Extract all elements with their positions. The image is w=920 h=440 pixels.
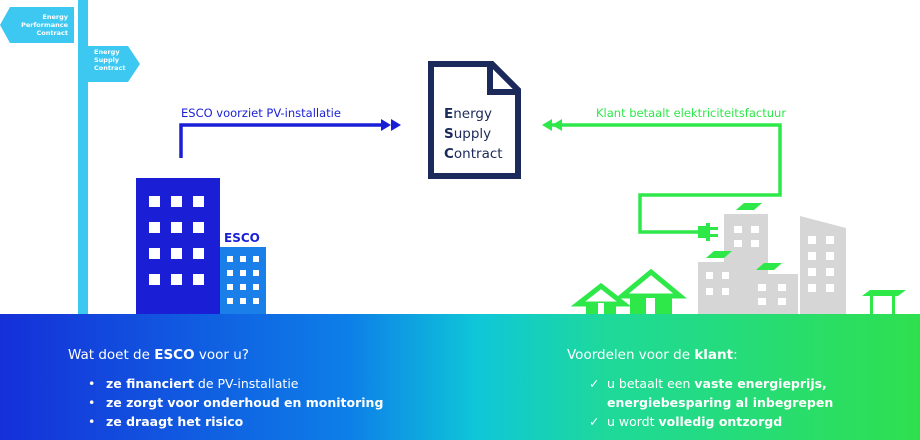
- right-panel-title: Voordelen voor de klant:: [567, 347, 738, 363]
- left-panel-title-suffix: voor u?: [194, 347, 249, 363]
- check-icon: ✓: [589, 414, 600, 429]
- document-line-3: Contract: [444, 146, 503, 162]
- right-panel-title-bold: klant: [694, 347, 734, 363]
- sign-esc-text: Energy Supply Contract: [94, 48, 128, 72]
- right-panel-list: ✓ u betaalt een vaste energieprijs, energ…: [589, 374, 833, 431]
- list-item-bold: ze financiert: [106, 376, 194, 391]
- list-item-bold: vaste energieprijs,: [694, 376, 827, 391]
- client-flow-label: Klant betaalt elektriciteitsfactuur: [596, 106, 787, 120]
- right-panel-title-suffix: :: [733, 347, 738, 363]
- solar-panels: [706, 203, 906, 314]
- esco-building: [136, 178, 266, 314]
- sign-epc-text: Energy Performance Contract: [14, 13, 68, 37]
- sign-esc-line: Supply: [94, 56, 120, 64]
- list-item-bold: ze zorgt voor: [106, 395, 204, 410]
- check-icon: ✓: [589, 376, 600, 391]
- document-line-3-text: ontract: [453, 146, 503, 162]
- list-item: •ze financiert de PV-installatie: [88, 376, 299, 391]
- sign-epc-line: Contract: [36, 29, 68, 37]
- esco-building-label: ESCO: [224, 231, 260, 245]
- client-arrow: [542, 119, 782, 241]
- list-item: ✓ u wordt volledig ontzorgd: [589, 412, 833, 431]
- list-item-text: de PV-installatie: [193, 376, 299, 391]
- list-item: •ze draagt het risico: [88, 414, 244, 429]
- list-item-text: u betaalt een: [607, 376, 695, 391]
- sign-esc-line: Energy: [94, 48, 120, 56]
- left-panel-title: Wat doet de ESCO voor u?: [68, 347, 249, 363]
- esco-arrow: [179, 119, 401, 158]
- list-item-bold-2: onderhoud en monitoring: [203, 395, 384, 410]
- left-panel-title-prefix: Wat doet de: [68, 347, 155, 363]
- sign-esc-line: Contract: [94, 64, 126, 72]
- document-line-2: Supply: [444, 126, 492, 142]
- client-houses: [570, 268, 687, 314]
- sign-epc-line: Performance: [21, 21, 68, 29]
- list-item-text: u wordt: [607, 414, 659, 429]
- list-item-bold-line2: energiebesparing al inbegrepen: [607, 395, 834, 410]
- list-item: •ze zorgt voor onderhoud en monitoring: [88, 395, 384, 410]
- sign-esc: [88, 46, 140, 82]
- document-line-2-text: upply: [453, 126, 492, 142]
- list-item: ✓ u betaalt een vaste energieprijs,: [589, 374, 833, 393]
- client-buildings: [698, 214, 846, 314]
- document-title: Energy Supply Contract: [444, 104, 503, 164]
- sign-epc-line: Energy: [42, 13, 68, 21]
- list-item-continuation: energiebesparing al inbegrepen: [589, 393, 833, 412]
- list-item-bold: ze draagt het risico: [106, 414, 244, 429]
- signpost-pole: [78, 0, 88, 314]
- bottom-band: [0, 314, 920, 440]
- document-line-1-text: nergy: [453, 106, 492, 122]
- document-line-1: Energy: [444, 106, 492, 122]
- list-item-bold: volledig ontzorgd: [658, 414, 783, 429]
- left-panel-title-bold: ESCO: [154, 347, 195, 363]
- left-panel-list: •ze financiert de PV-installatie •ze zor…: [88, 374, 383, 431]
- right-panel-title-prefix: Voordelen voor de: [567, 347, 695, 363]
- esco-flow-label: ESCO voorziet PV-installatie: [181, 106, 341, 120]
- sign-epc: [0, 7, 74, 43]
- contract-document-icon: [428, 61, 521, 179]
